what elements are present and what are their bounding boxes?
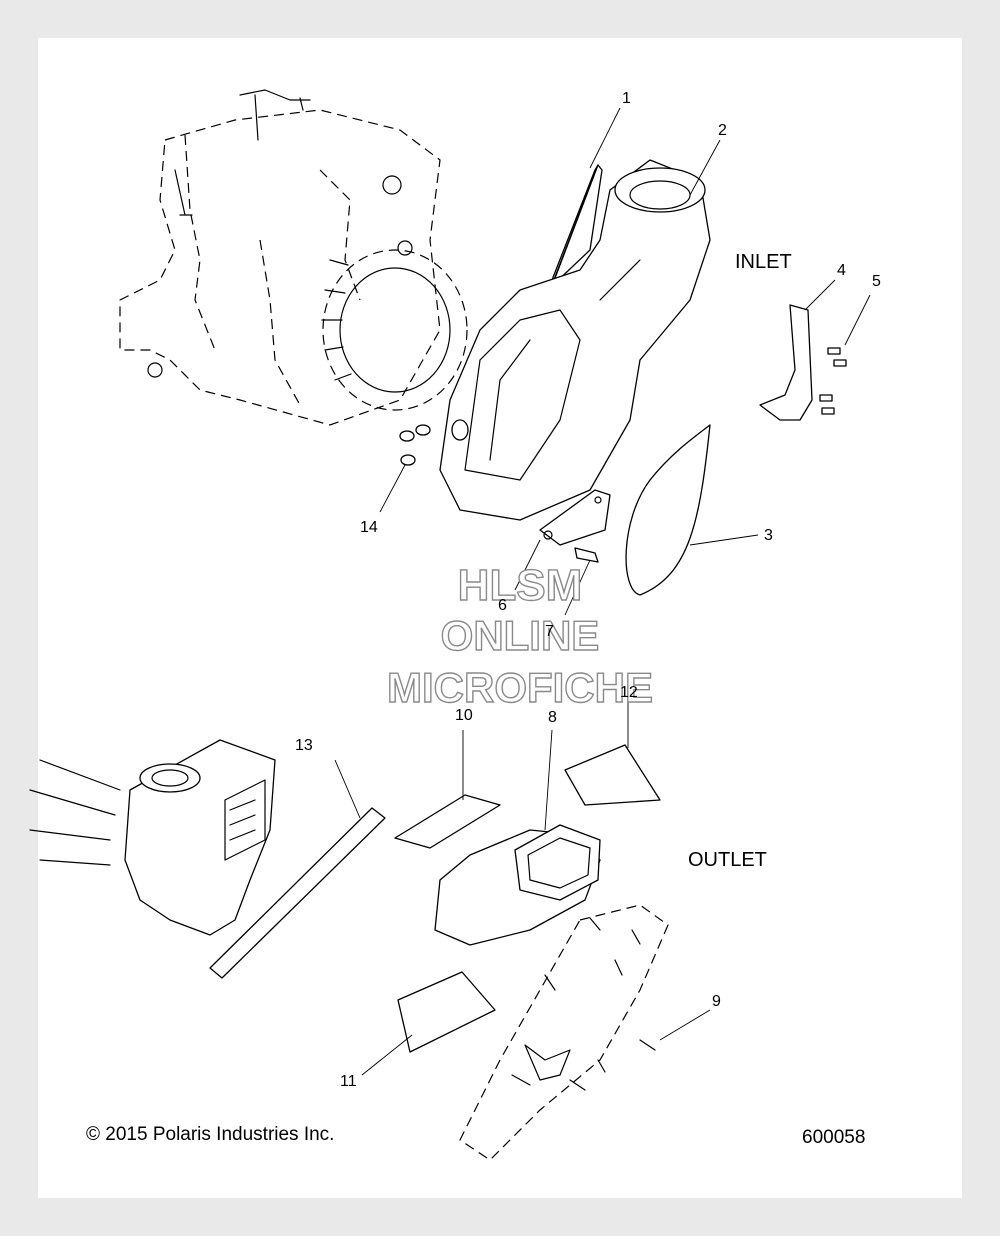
callout-8: 8 bbox=[548, 709, 557, 726]
watermark-line-3: MICROFICHE bbox=[387, 664, 653, 711]
callout-12: 12 bbox=[620, 684, 638, 701]
outlet-label: OUTLET bbox=[688, 849, 767, 871]
callout-2: 2 bbox=[718, 122, 727, 139]
callout-5: 5 bbox=[872, 273, 881, 290]
callout-13: 13 bbox=[295, 737, 313, 754]
diagram-frame bbox=[38, 38, 962, 1198]
clutch-cover-outline bbox=[29, 739, 276, 936]
callout-14: 14 bbox=[360, 519, 378, 536]
part-4-bracket bbox=[759, 279, 836, 421]
watermark-line-1: HLSM bbox=[458, 561, 583, 610]
callout-4: 4 bbox=[837, 262, 846, 279]
watermark-line-2: ONLINE bbox=[441, 612, 600, 659]
part-10-foam-pad bbox=[394, 730, 501, 849]
part-8-outlet-duct bbox=[434, 729, 601, 946]
callout-7: 7 bbox=[545, 623, 554, 640]
part-14-grommets bbox=[379, 424, 431, 513]
diagram-number: 600058 bbox=[802, 1127, 865, 1148]
part-9-outlet-panel bbox=[459, 904, 711, 1161]
part-5-screws bbox=[819, 294, 871, 415]
part-6-plate bbox=[514, 489, 611, 591]
callout-1: 1 bbox=[622, 90, 631, 107]
part-13-foam-strip bbox=[209, 759, 386, 979]
engine-dashed-outline bbox=[119, 89, 468, 426]
part-11-foam-pad bbox=[361, 971, 496, 1076]
inlet-label: INLET bbox=[735, 251, 792, 273]
callout-6: 6 bbox=[498, 597, 507, 614]
callout-9: 9 bbox=[712, 993, 721, 1010]
copyright-notice: © 2015 Polaris Industries Inc. bbox=[86, 1124, 334, 1145]
part-7-bolt bbox=[564, 547, 599, 616]
part-2-inlet-duct bbox=[439, 139, 721, 521]
callout-11: 11 bbox=[340, 1073, 357, 1090]
part-12-foam-pad bbox=[564, 702, 661, 806]
callout-10: 10 bbox=[455, 707, 473, 724]
part-3-seal bbox=[625, 424, 759, 596]
callout-3: 3 bbox=[764, 527, 773, 544]
